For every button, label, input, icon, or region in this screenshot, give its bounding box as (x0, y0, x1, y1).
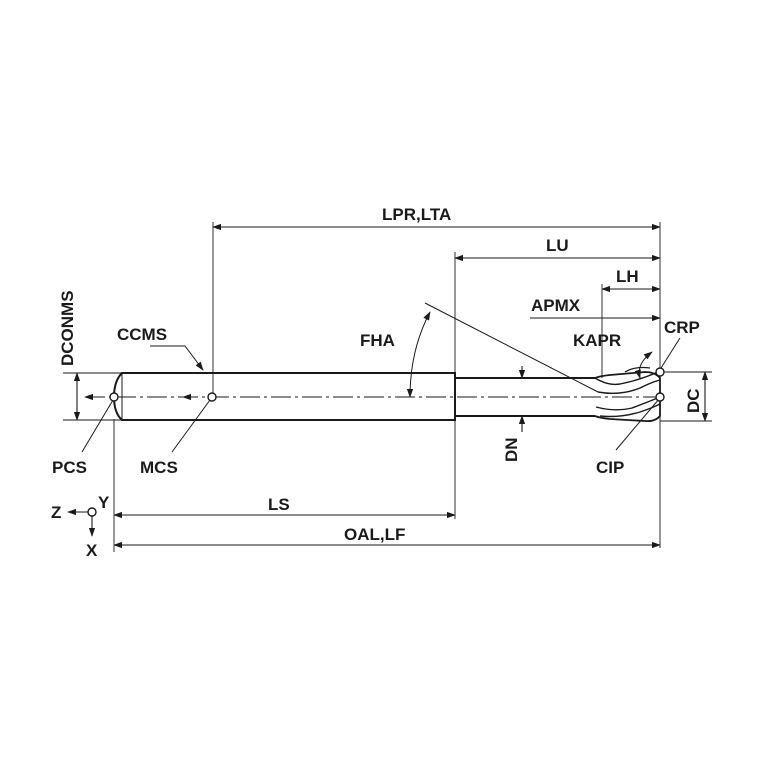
leader-pcs (81, 399, 114, 453)
label-lpr-lta: LPR,LTA (382, 205, 451, 224)
mcs-point (207, 392, 217, 402)
leader-lines (81, 302, 681, 453)
label-kapr: KAPR (573, 331, 621, 350)
flute-edge-3 (595, 396, 661, 411)
flute-edge-2 (597, 379, 661, 395)
leader-crp (660, 337, 681, 369)
leader-ccms (150, 345, 204, 371)
label-dconms: DCONMS (58, 290, 77, 366)
leader-mcs (171, 399, 211, 453)
fha-helix-line (424, 302, 599, 393)
flute-edge-4 (599, 403, 661, 418)
label-fha: FHA (360, 331, 395, 350)
label-apmx: APMX (531, 296, 581, 315)
label-cip: CIP (596, 458, 624, 477)
label-lu: LU (546, 236, 569, 255)
fha-arc (406, 311, 431, 398)
label-axis-x: X (86, 541, 98, 560)
extension-lines (63, 222, 712, 552)
label-oal-lf: OAL,LF (344, 525, 405, 544)
cip-point (655, 392, 665, 402)
tool-body (112, 366, 661, 423)
crp-point (655, 367, 665, 377)
label-crp: CRP (664, 318, 700, 337)
dimension-lines (73, 223, 709, 549)
label-ccms: CCMS (117, 325, 167, 344)
coordinate-system (67, 507, 97, 537)
label-dn: DN (502, 437, 521, 462)
kapr-arc (634, 351, 653, 379)
reference-points (109, 367, 665, 402)
shank-outline (112, 372, 456, 421)
label-dc: DC (684, 388, 703, 413)
label-pcs: PCS (52, 458, 87, 477)
pcs-point (109, 392, 119, 402)
label-lh: LH (616, 267, 639, 286)
label-axis-z: Z (51, 503, 61, 522)
leader-cip (615, 398, 660, 451)
labels: LPR,LTA LU LH APMX CRP KAPR CCMS FHA PCS… (51, 205, 703, 560)
origin-point (87, 507, 97, 517)
label-mcs: MCS (140, 458, 178, 477)
label-axis-y: Y (98, 493, 110, 512)
label-ls: LS (268, 495, 290, 514)
